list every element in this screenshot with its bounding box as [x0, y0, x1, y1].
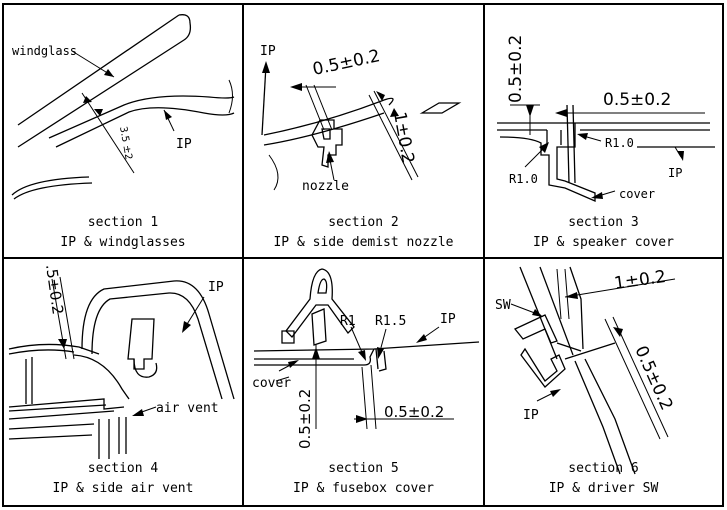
- section-2-subtitle: IP & side demist nozzle: [273, 235, 454, 250]
- section-1-drawing: windglass IP 3.5 ±2: [11, 14, 235, 200]
- section-1-ip-label: IP: [176, 137, 192, 152]
- section-2-drawing: IP nozzle 0.5±0.2 1±0.2: [260, 44, 462, 194]
- section-4-ip-label: IP: [208, 280, 224, 295]
- section-1-panel: windglass IP 3.5 ±2 section 1 IP & windg…: [4, 5, 242, 257]
- section-3-dim-b-label: 0.5±0.2: [603, 90, 671, 110]
- section-6-subtitle: IP & driver SW: [548, 481, 659, 496]
- section-4-title: section 4: [87, 461, 159, 476]
- section-3-subtitle: IP & speaker cover: [533, 235, 674, 250]
- section-5-r1-label: R1: [340, 314, 356, 329]
- section-6-panel: SW IP 1±0.2 0.5±0.2 section 6 IP & drive…: [485, 259, 722, 505]
- section-4-subtitle: IP & side air vent: [52, 481, 194, 496]
- section-6-title: section 6: [568, 461, 639, 476]
- section-2-ip-label: IP: [260, 44, 276, 59]
- section-3-r-right-label: R1.0: [605, 136, 634, 150]
- section-6-drawing: SW IP 1±0.2 0.5±0.2: [495, 266, 676, 475]
- section-5-dim-a-label: 0.5±0.2: [296, 389, 314, 449]
- section-3-dim-a-label: 0.5±0.2: [506, 35, 526, 103]
- section-2-panel: IP nozzle 0.5±0.2 1±0.2 section 2 IP & s…: [244, 5, 483, 257]
- section-5-panel: R1 R1.5 IP cover 0.5±0.2 0.5±0.2 section…: [244, 259, 483, 505]
- section-3-title: section 3: [568, 215, 639, 230]
- section-5-ip-label: IP: [440, 312, 456, 327]
- section-4-drawing: .5±0.2 IP air vent: [8, 263, 235, 459]
- section-6-sw-label: SW: [495, 298, 511, 313]
- section-3-cover-label: cover: [619, 187, 655, 201]
- section-4-dim-label: .5±0.2: [42, 263, 67, 316]
- section-5-dim-b-label: 0.5±0.2: [384, 403, 444, 421]
- section-2-dim-a-label: 0.5±0.2: [311, 46, 382, 80]
- section-6-dim-a-label: 1±0.2: [613, 267, 667, 294]
- section-4-air-vent-label: air vent: [156, 401, 219, 416]
- section-1-windglass-label: windglass: [12, 44, 77, 58]
- section-3-drawing: 0.5±0.2 0.5±0.2 R1.0 R1.0 IP cover: [497, 35, 715, 202]
- section-2-nozzle-label: nozzle: [302, 179, 349, 194]
- section-5-subtitle: IP & fusebox cover: [293, 481, 434, 496]
- section-5-cover-label: cover: [252, 376, 291, 391]
- section-6-dim-b-label: 0.5±0.2: [630, 343, 676, 414]
- section-3-r-left-label: R1.0: [509, 172, 538, 186]
- section-2-title: section 2: [328, 215, 399, 230]
- section-4-panel: .5±0.2 IP air vent section 4 IP & side a…: [4, 259, 242, 505]
- section-5-title: section 5: [328, 461, 399, 476]
- section-3-ip-label: IP: [668, 166, 682, 180]
- section-3-panel: 0.5±0.2 0.5±0.2 R1.0 R1.0 IP cover secti…: [485, 5, 722, 257]
- section-5-drawing: R1 R1.5 IP cover 0.5±0.2 0.5±0.2: [252, 268, 480, 449]
- section-2-dim-b-label: 1±0.2: [389, 110, 418, 165]
- section-1-subtitle: IP & windglasses: [60, 235, 186, 250]
- section-1-title: section 1: [87, 215, 159, 230]
- section-1-dimension-label: 3.5 ±2: [117, 126, 134, 161]
- section-5-r15-label: R1.5: [375, 314, 406, 329]
- section-6-ip-label: IP: [523, 408, 539, 423]
